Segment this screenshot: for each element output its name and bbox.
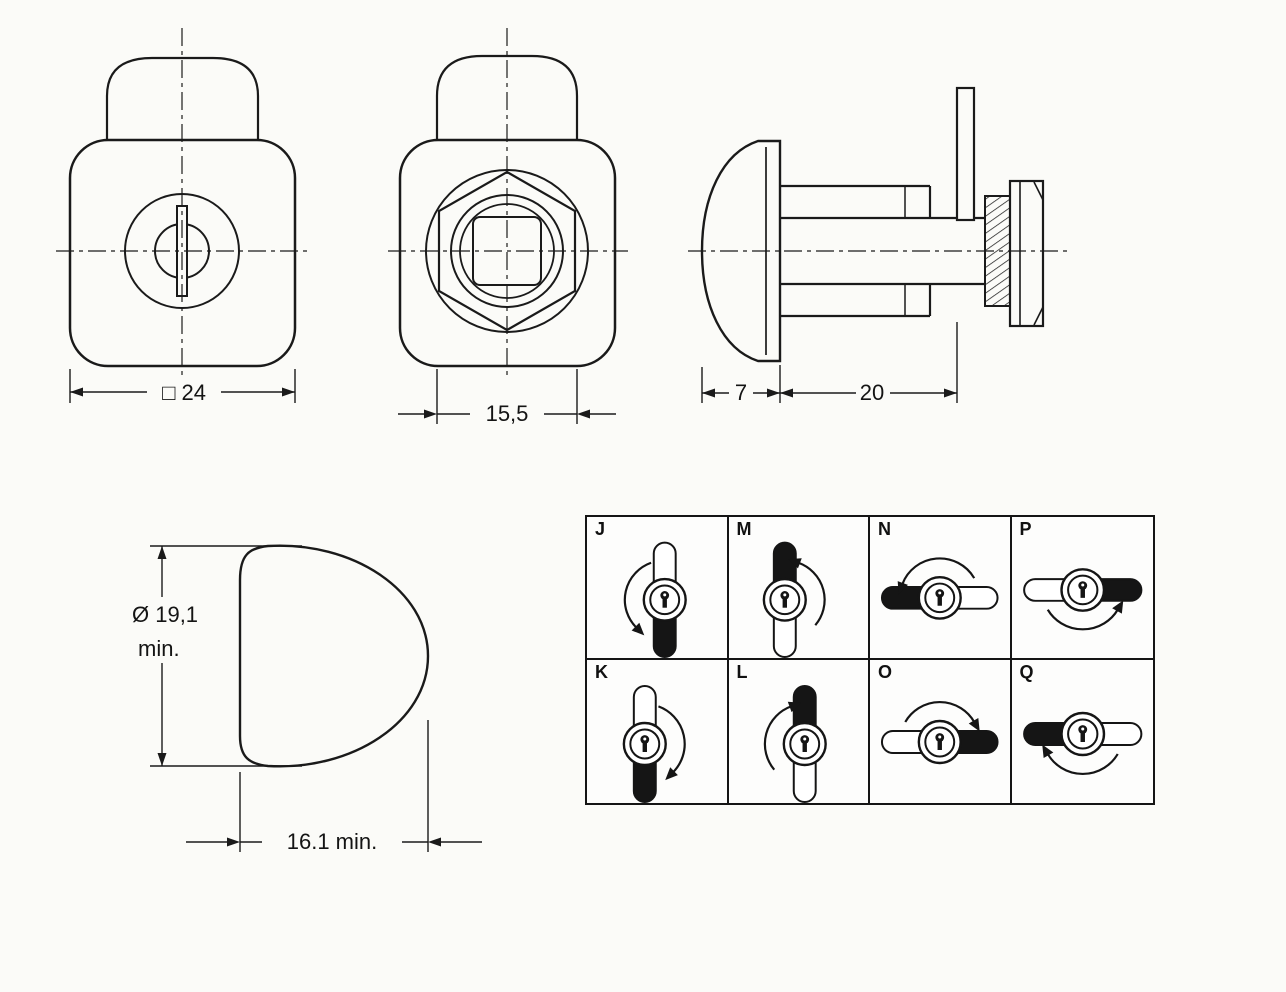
- cutout-dimensions: [150, 545, 482, 852]
- cam-plate: [955, 86, 976, 222]
- nut: [1008, 179, 1045, 328]
- cam-rotation-diagram: [880, 557, 999, 620]
- cam-option-cell-P: P: [1011, 517, 1153, 660]
- cutout-diameter-label: Ø 19,1: [132, 602, 198, 627]
- cam-option-cell-K: K: [587, 660, 729, 803]
- cutout-width-label: 16.1 min.: [287, 829, 378, 854]
- cam-option-label: K: [595, 662, 608, 682]
- cam-rotation-diagram: [762, 541, 826, 658]
- front-view-dimension: [69, 369, 296, 403]
- hex-dim-label: 15,5: [486, 401, 529, 426]
- cam-option-label: Q: [1019, 662, 1034, 682]
- body-dim-label: 20: [860, 380, 884, 405]
- hex-view-dimension: [398, 369, 616, 424]
- cam-option-label: O: [878, 662, 893, 682]
- side-view-dimensions: [701, 322, 958, 403]
- cam-option-cell-M: M: [728, 517, 870, 660]
- cam-rotation-diagram: [1022, 711, 1142, 776]
- cam-option-cell-L: L: [729, 660, 870, 803]
- flange-dim-label: 7: [735, 380, 747, 405]
- cam-option-cell-O: O: [870, 660, 1012, 803]
- cam-rotation-diagram: [622, 685, 686, 803]
- cam-rotation-diagram: [763, 685, 827, 803]
- cam-options-grid: J M N P K L O Q: [585, 515, 1155, 805]
- cutout-shape: [238, 544, 430, 768]
- cam-option-label: J: [595, 519, 606, 539]
- cam-option-cell-N: N: [870, 517, 1012, 660]
- centerlines: [56, 28, 1068, 376]
- side-view: [700, 86, 1045, 363]
- cam-rotation-diagram: [880, 700, 999, 765]
- cam-option-cell-Q: Q: [1012, 660, 1154, 803]
- front-dim-label: □ 24: [162, 380, 206, 405]
- cam-option-label: P: [1019, 519, 1032, 539]
- cutout-view: [238, 544, 430, 768]
- cam-option-label: N: [878, 519, 891, 539]
- cam-rotation-diagram: [623, 541, 687, 658]
- cam-option-label: M: [736, 519, 752, 539]
- cam-option-label: L: [736, 662, 748, 682]
- cam-rotation-diagram: [1022, 568, 1142, 631]
- cam-option-cell-J: J: [587, 517, 729, 660]
- cutout-diameter-min-label: min.: [138, 636, 180, 661]
